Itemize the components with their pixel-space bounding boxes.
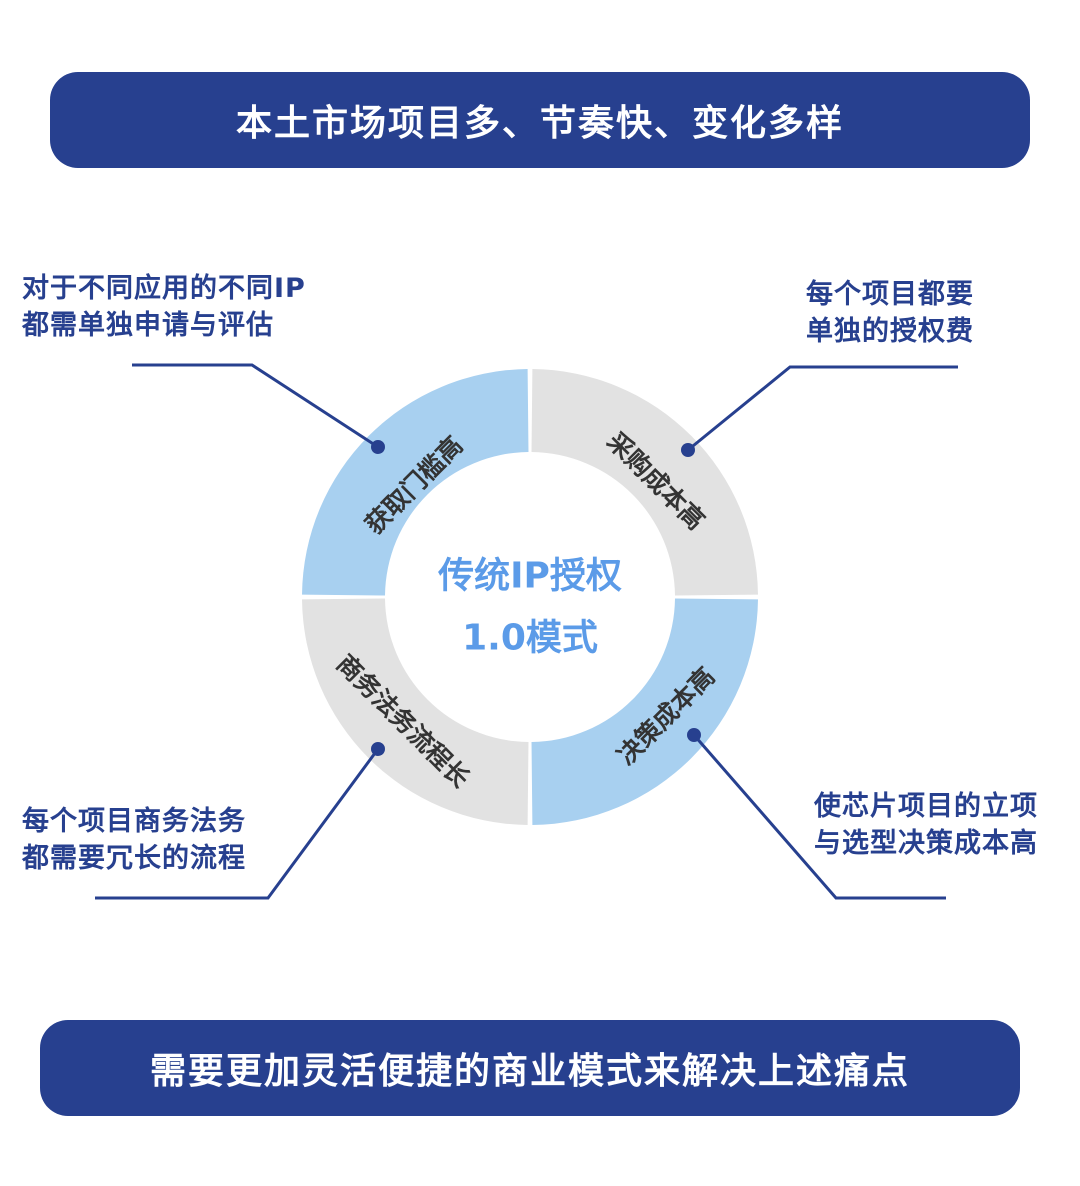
segment-procurement-cost: [531, 369, 758, 596]
note-top-right: 每个项目都要 单独的授权费: [806, 276, 974, 350]
header-title: 本土市场项目多、节奏快、变化多样: [235, 103, 844, 144]
note-bottom-left: 每个项目商务法务 都需要冗长的流程: [22, 803, 246, 877]
note-top-left-line1: 对于不同应用的不同IP: [22, 273, 306, 304]
segment-entry-barrier: [302, 369, 529, 596]
footer-banner: 需要更加灵活便捷的商业模式来解决上述痛点: [40, 1020, 1020, 1116]
note-bottom-right-line1: 使芯片项目的立项: [814, 791, 1038, 822]
center-subtitle: 1.0模式: [462, 618, 598, 659]
connector-bottom-right: [692, 734, 946, 900]
segment-decision-cost: [531, 598, 758, 825]
note-bottom-left-line1: 每个项目商务法务: [22, 806, 246, 837]
footer-title: 需要更加灵活便捷的商业模式来解决上述痛点: [149, 1051, 910, 1092]
header-banner: 本土市场项目多、节奏快、变化多样: [50, 72, 1030, 168]
note-top-right-line2: 单独的授权费: [806, 316, 974, 347]
connector-dot-bottom-right: [687, 728, 701, 742]
connector-top-right: [687, 365, 958, 452]
note-bottom-right: 使芯片项目的立项 与选型决策成本高: [814, 788, 1038, 862]
connector-dot-bottom-left: [371, 742, 385, 756]
note-top-left: 对于不同应用的不同IP 都需单独申请与评估: [22, 270, 306, 344]
segment-legal-process: [302, 598, 529, 825]
connector-dot-top-right: [681, 443, 695, 457]
note-top-right-line1: 每个项目都要: [806, 279, 974, 310]
note-bottom-left-line2: 都需要冗长的流程: [22, 843, 246, 874]
center-title: 传统IP授权: [437, 556, 622, 597]
connector-dot-top-left: [371, 440, 385, 454]
connector-top-left: [132, 363, 379, 449]
connector-bottom-left: [95, 748, 380, 900]
note-top-left-line2: 都需单独申请与评估: [22, 310, 274, 341]
note-bottom-right-line2: 与选型决策成本高: [814, 828, 1038, 859]
